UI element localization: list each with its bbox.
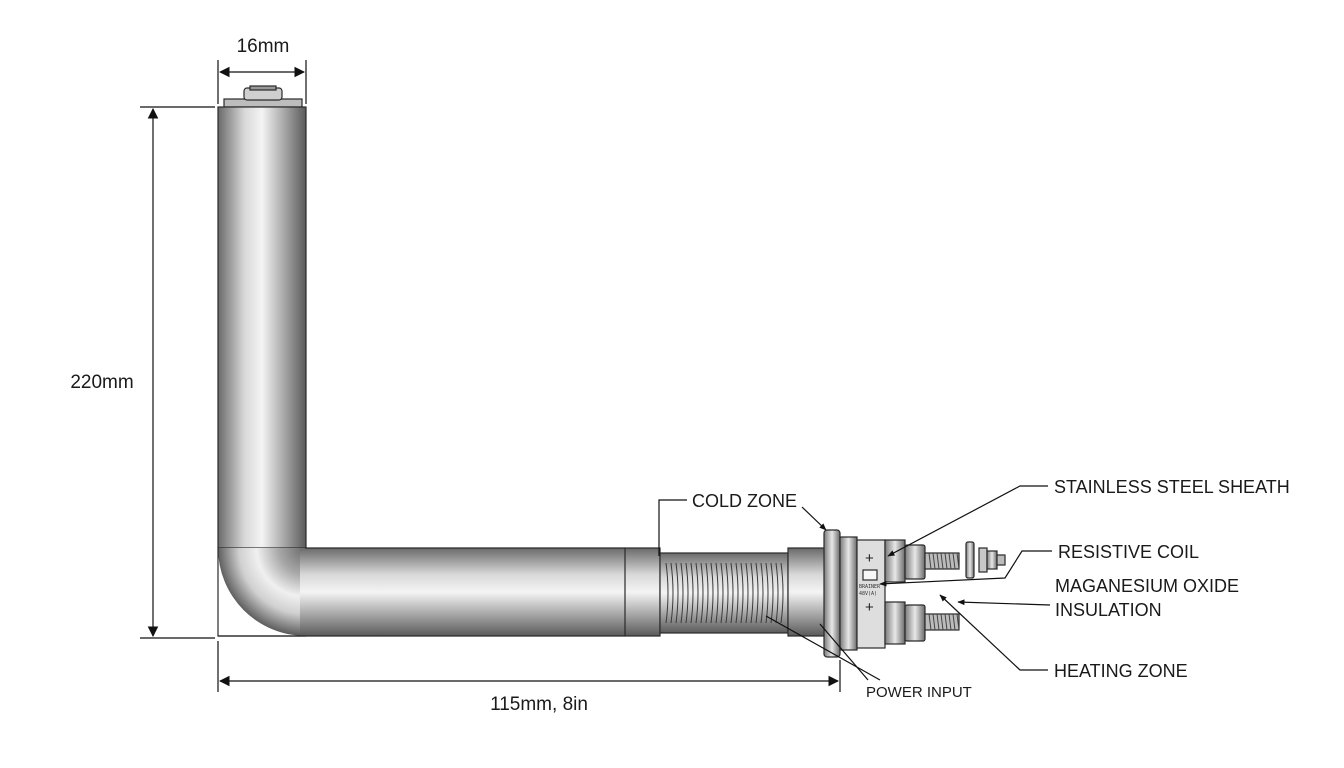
- lower-terminal-bolt: [884, 601, 960, 645]
- coil-winding: [705, 562, 709, 624]
- resistive-coil-windings: [665, 562, 784, 624]
- bolt-thread: [936, 613, 940, 631]
- bolt-thread: [940, 552, 944, 570]
- callout-coil: RESISTIVE COIL: [879, 542, 1199, 587]
- coil-label: RESISTIVE COIL: [1058, 542, 1199, 562]
- dimension-length: 115mm, 8in: [217, 641, 841, 715]
- callout-cold-zone: COLD ZONE: [658, 491, 827, 556]
- bolt-thread: [928, 613, 932, 631]
- vertical-leg: [217, 106, 307, 549]
- coil-winding: [780, 562, 784, 624]
- dimension-height: 220mm: [70, 106, 215, 639]
- bolt-thread: [948, 552, 952, 570]
- bolt-thread: [948, 613, 952, 631]
- terminal-plus-top: +: [865, 550, 874, 567]
- coil-winding: [750, 562, 754, 624]
- bolt-thread: [952, 552, 956, 570]
- tube-bend: [218, 548, 306, 636]
- coil-winding: [740, 562, 744, 624]
- terminal-plus-bottom: +: [865, 599, 874, 616]
- coil-winding: [770, 562, 774, 624]
- bolt-thread: [940, 613, 944, 631]
- spare-nut-washer: [965, 541, 1006, 579]
- terminal-label-box: [862, 569, 878, 581]
- callout-heating-zone: HEATING ZONE: [939, 594, 1188, 681]
- coil-winding: [735, 562, 739, 624]
- dimension-width: 16mm: [217, 36, 307, 104]
- coil-winding: [665, 562, 669, 624]
- horizontal-leg: [300, 548, 625, 636]
- dimension-width-label: 16mm: [237, 36, 290, 57]
- power-input-label: POWER INPUT: [866, 684, 972, 701]
- terminal-block: [856, 539, 886, 649]
- coil-winding: [755, 562, 759, 624]
- coil-winding: [775, 562, 779, 624]
- coil-winding: [680, 562, 684, 624]
- coil-winding: [725, 562, 729, 624]
- bolt-thread: [928, 552, 932, 570]
- coil-winding: [670, 562, 674, 624]
- bolt-thread: [932, 613, 936, 631]
- heating-tube: [217, 85, 829, 637]
- bolt-thread: [944, 552, 948, 570]
- right-sleeve: [787, 547, 829, 637]
- sheath-label: STAINLESS STEEL SHEATH: [1054, 477, 1290, 497]
- callout-power-input: POWER INPUT: [765, 615, 972, 701]
- cold-zone-label: COLD ZONE: [692, 491, 797, 511]
- upper-terminal-bolt: [884, 539, 960, 583]
- bolt-thread: [932, 552, 936, 570]
- coil-winding: [760, 562, 764, 624]
- coil-winding: [685, 562, 689, 624]
- coil-winding: [765, 562, 769, 624]
- bolt-thread: [936, 552, 940, 570]
- terminal-label-line2: 48V(A): [859, 591, 877, 597]
- coil-winding: [675, 562, 679, 624]
- coil-section: [659, 552, 789, 634]
- dimension-height-label: 220mm: [70, 372, 133, 393]
- insulation-label-line1: MAGANESIUM OXIDE: [1055, 576, 1239, 596]
- top-cap: [223, 85, 303, 108]
- coil-winding: [690, 562, 694, 624]
- coil-winding: [710, 562, 714, 624]
- dimension-length-label: 115mm, 8in: [490, 694, 588, 715]
- terminal-label-line1: BRAINER: [859, 584, 881, 590]
- flange-assembly: + BRAINER 48V(A) +: [823, 529, 1006, 658]
- coil-winding: [745, 562, 749, 624]
- bolt-thread: [956, 613, 960, 631]
- bolt-thread: [952, 613, 956, 631]
- bolt-thread: [944, 613, 948, 631]
- coil-winding: [730, 562, 734, 624]
- callout-sheath: STAINLESS STEEL SHEATH: [887, 477, 1290, 557]
- insulation-label-line2: INSULATION: [1055, 600, 1162, 620]
- flange-inner: [839, 536, 858, 651]
- sleeve: [624, 547, 661, 637]
- coil-winding: [700, 562, 704, 624]
- callout-insulation: MAGANESIUM OXIDE INSULATION: [957, 576, 1239, 620]
- coil-winding: [695, 562, 699, 624]
- coil-winding: [715, 562, 719, 624]
- bolt-thread: [956, 552, 960, 570]
- coil-winding: [720, 562, 724, 624]
- heating-zone-label: HEATING ZONE: [1054, 661, 1188, 681]
